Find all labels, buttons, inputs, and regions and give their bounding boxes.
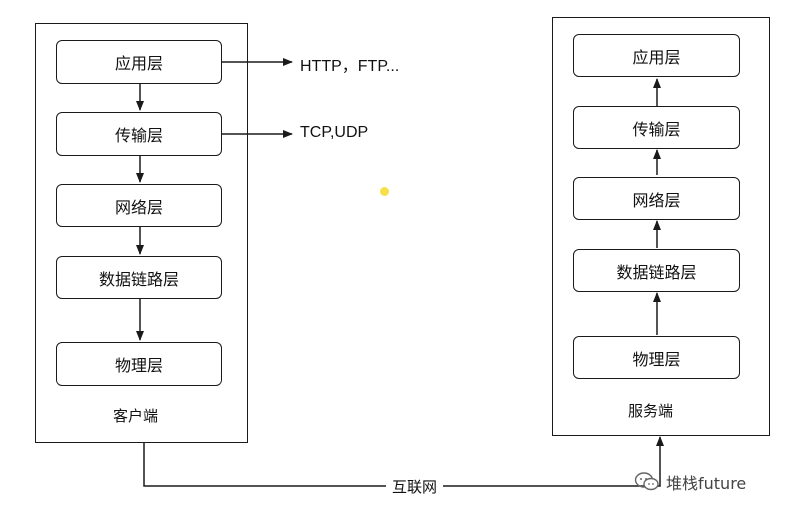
server-layer-transport: 传输层: [573, 106, 740, 149]
app-protocols: HTTP，FTP...: [300, 58, 400, 75]
client-layer-application: 应用层: [56, 40, 222, 84]
watermark: 堆栈future: [634, 470, 746, 494]
server-layer-application: 应用层: [573, 34, 740, 77]
internet-label: 互联网: [386, 476, 444, 497]
wechat-icon: [634, 472, 659, 491]
client-layer-datalink: 数据链路层: [56, 256, 222, 299]
client-frame: [35, 23, 248, 443]
server-layer-datalink: 数据链路层: [573, 249, 740, 292]
client-label: 客户端: [113, 407, 159, 425]
server-frame: [552, 17, 770, 436]
client-layer-physical: 物理层: [56, 342, 222, 386]
server-layer-network: 网络层: [573, 177, 740, 220]
server-label: 服务端: [628, 402, 674, 420]
client-layer-network: 网络层: [56, 184, 222, 227]
server-layer-physical: 物理层: [573, 336, 740, 379]
transport-protocols: TCP,UDP: [300, 124, 369, 141]
watermark-text: 堆栈future: [666, 474, 747, 493]
client-layer-transport: 传输层: [56, 112, 222, 156]
highlight-dot: [380, 187, 389, 196]
